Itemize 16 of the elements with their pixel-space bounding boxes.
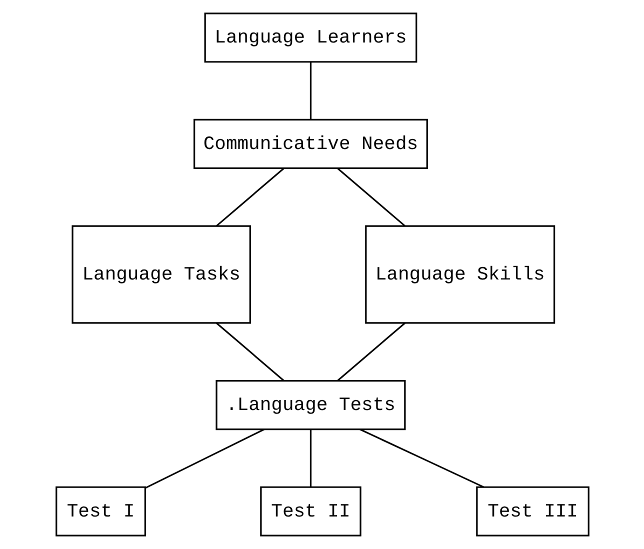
connector — [336, 322, 405, 382]
node-box: Test III — [476, 486, 589, 536]
node-box: Language Tasks — [71, 225, 250, 324]
connector — [309, 429, 312, 488]
connector — [309, 62, 312, 120]
node-box: Language Learners — [204, 12, 417, 63]
node-box: .Language Tests — [215, 380, 406, 430]
node-box: Language Skills — [364, 225, 555, 324]
node-box: Test I — [55, 486, 146, 536]
connector — [359, 428, 484, 488]
connector — [216, 322, 284, 382]
connector — [144, 428, 264, 489]
connector — [336, 168, 405, 226]
node-box: Test II — [260, 486, 361, 536]
connector — [216, 168, 284, 226]
node-box: Communicative Needs — [193, 118, 428, 169]
